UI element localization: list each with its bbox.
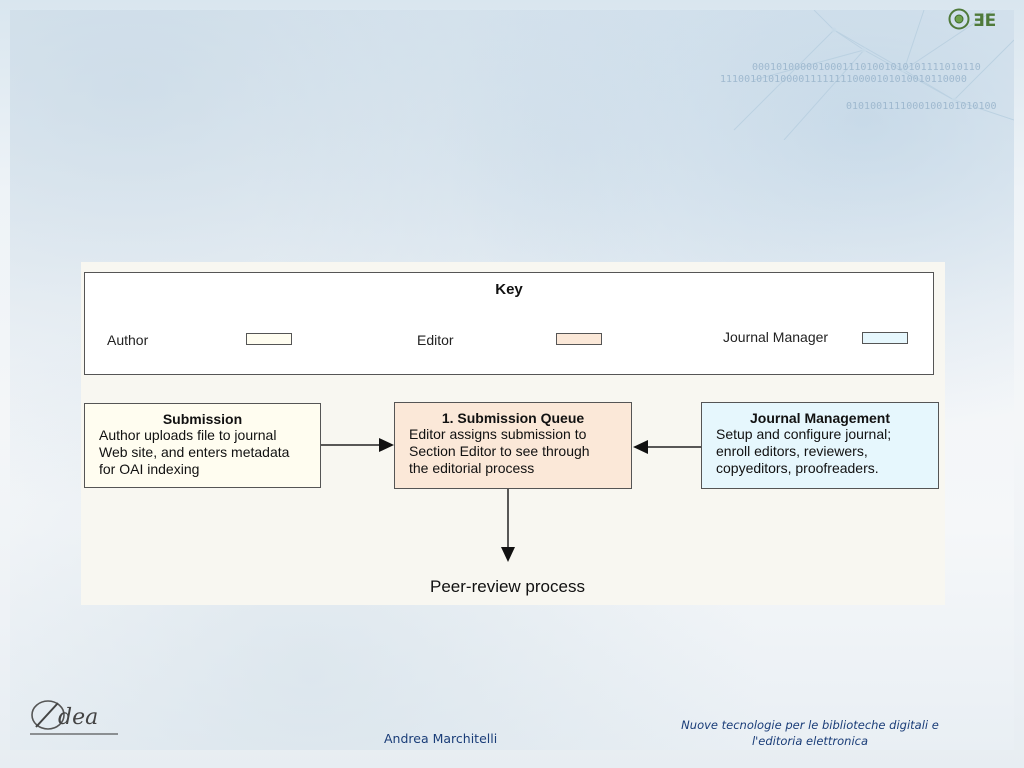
submission-queue-title: 1. Submission Queue <box>441 410 585 426</box>
journal-management-line-3: copyeditors, proofreaders. <box>716 460 879 476</box>
svg-text:dea: dea <box>58 705 98 730</box>
key-label-author: Author <box>107 332 149 348</box>
key-legend: Key Author Editor Journal Manager <box>84 272 934 375</box>
journal-management-node: Journal Management Setup and configure j… <box>701 402 939 489</box>
key-swatch-editor <box>556 333 602 345</box>
arrowhead-queue-to-peer-review <box>501 547 515 562</box>
key-swatch-author <box>246 333 292 345</box>
key-swatch-journal-manager <box>862 332 908 344</box>
submission-queue-line-3: the editorial process <box>409 460 535 476</box>
tech-lines-decoration <box>733 10 1014 140</box>
submission-queue-node: 1. Submission Queue Editor assigns submi… <box>394 402 632 489</box>
binary-decoration-1: 00010100000100011101001010101111010110 <box>752 62 981 73</box>
submission-queue-line-1: Editor assigns submission to <box>409 426 587 442</box>
svg-text:ƎE: ƎE <box>973 11 996 31</box>
key-label-editor: Editor <box>417 332 454 348</box>
author-name: Andrea Marchitelli <box>384 731 498 746</box>
course-title-line-2: l'editoria elettronica <box>751 734 869 748</box>
submission-line-1: Author uploads file to journal <box>99 427 277 443</box>
key-label-journal-manager: Journal Manager <box>723 329 829 345</box>
arrowhead-journal-to-queue <box>633 440 648 454</box>
submission-title: Submission <box>162 411 243 427</box>
submission-node: Submission Author uploads file to journa… <box>84 403 321 488</box>
key-title: Key <box>495 281 523 298</box>
submission-line-2: Web site, and enters metadata <box>99 444 290 460</box>
oie-logo-icon: ƎE <box>948 8 996 31</box>
submission-line-3: for OAI indexing <box>99 461 200 477</box>
course-title: Nuove tecnologie per le biblioteche digi… <box>660 717 960 749</box>
journal-management-title: Journal Management <box>749 410 891 426</box>
submission-queue-line-2: Section Editor to see through <box>409 443 590 459</box>
arrowhead-submission-to-queue <box>379 438 394 452</box>
binary-decoration-2: 1110010101000011111111000010101001011000… <box>720 74 967 85</box>
course-title-line-1: Nuove tecnologie per le biblioteche digi… <box>681 718 939 732</box>
idea-logo-icon: dea <box>30 700 118 735</box>
journal-management-line-1: Setup and configure journal; <box>716 426 892 442</box>
binary-decoration-3: 0101001111000100101010100 <box>846 101 997 112</box>
journal-management-line-2: enroll editors, reviewers, <box>716 443 868 459</box>
peer-review-label: Peer-review process <box>430 577 585 596</box>
